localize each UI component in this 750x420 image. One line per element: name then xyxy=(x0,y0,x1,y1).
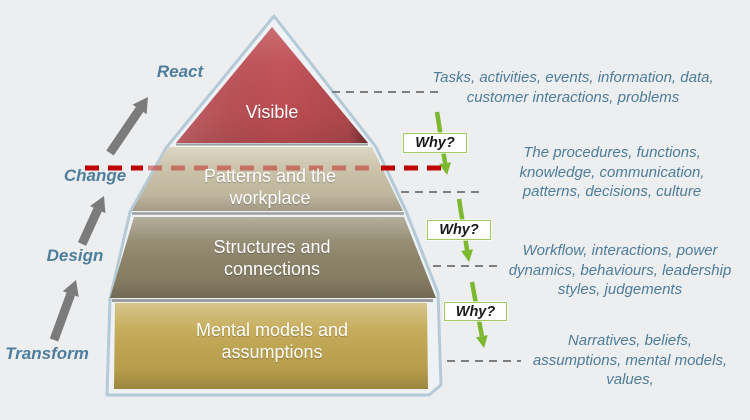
why-box-1: Why? xyxy=(403,133,467,153)
flow-label-transform: Transform xyxy=(5,344,89,363)
flow-label-design: Design xyxy=(46,246,104,265)
note-mental: Narratives, beliefs, assumptions, mental… xyxy=(532,332,728,388)
pyramid-layer-visible-bevel xyxy=(176,27,368,143)
flow-arrow-design-shaft xyxy=(77,207,102,246)
pyramid-layer-patterns-bevel xyxy=(132,147,403,211)
why-arrow-3-head xyxy=(476,335,488,348)
flow-arrow-design-head xyxy=(90,196,106,214)
flow-label-react: React xyxy=(156,62,204,81)
layer-label-structures: Structures and connections xyxy=(213,237,331,279)
layer-label-patterns: Patterns and the workplace xyxy=(203,166,337,208)
flow-label-change: Change xyxy=(63,166,127,185)
pyramid-layer-structures-bevel xyxy=(110,217,436,298)
flow-arrow-react-shaft xyxy=(106,106,144,156)
note-patterns: The procedures, functions, knowledge, co… xyxy=(519,144,705,200)
why-arrow-2-head xyxy=(461,249,473,262)
flow-arrow-react-head xyxy=(132,97,148,115)
layer-label-visible: Visible xyxy=(245,102,299,122)
why-arrow-1-head xyxy=(439,162,451,175)
note-structures: Workflow, interactions, power dynamics, … xyxy=(508,242,732,298)
flow-arrow-transform-shaft xyxy=(49,292,76,342)
why-box-2: Why? xyxy=(427,220,491,240)
pyramid-layer-mental-bevel xyxy=(114,303,428,389)
layer-label-mental: Mental models and assumptions xyxy=(195,320,349,362)
why-box-3: Why? xyxy=(444,302,507,321)
flow-arrow-transform-head xyxy=(62,280,79,297)
note-visible: Tasks, activities, events, information, … xyxy=(432,69,714,106)
